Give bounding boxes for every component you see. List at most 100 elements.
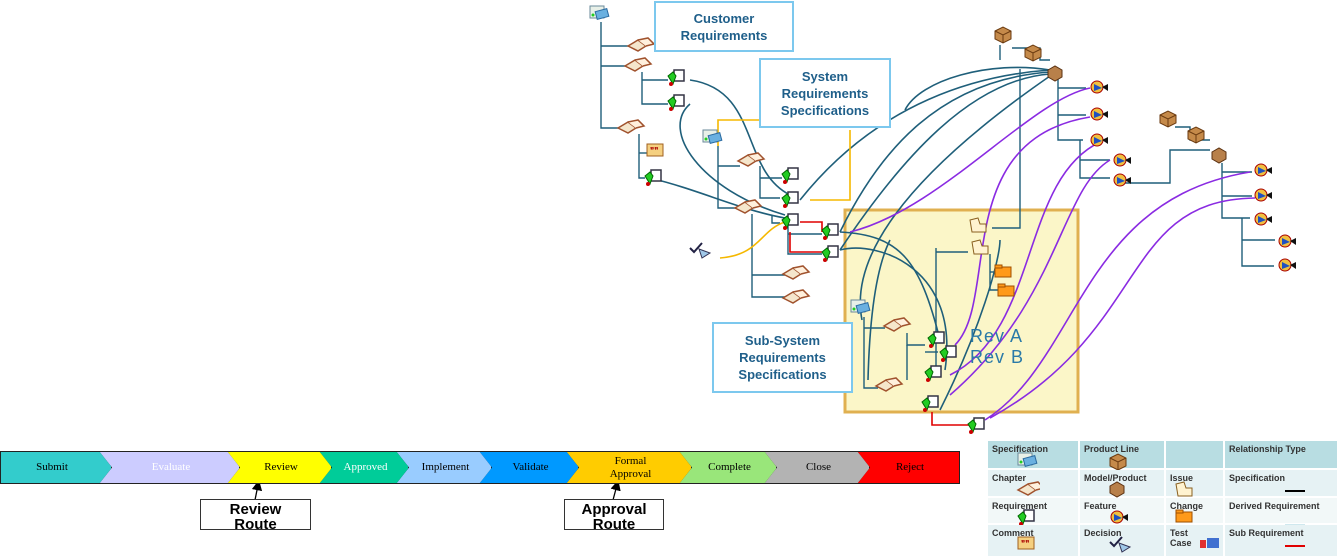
issue-icon[interactable] — [971, 239, 989, 255]
stage-review[interactable]: Review — [226, 451, 332, 484]
model-icon[interactable] — [1109, 481, 1125, 498]
legend-label: Feature — [1084, 501, 1117, 511]
legend-label: Issue — [1170, 473, 1194, 483]
feature-icon[interactable] — [1254, 212, 1272, 226]
relationship-line — [984, 171, 1251, 421]
model-icon[interactable] — [1047, 65, 1063, 82]
change-icon[interactable] — [1175, 509, 1193, 523]
requirement-icon[interactable] — [967, 417, 985, 434]
product-icon[interactable] — [1187, 126, 1205, 144]
relationship-line — [949, 159, 1111, 396]
approval-route-box[interactable]: Approval Route — [564, 499, 664, 532]
issue-icon[interactable] — [969, 217, 987, 233]
relationship-line — [751, 214, 785, 298]
stage-complete[interactable]: Complete — [678, 451, 777, 484]
relationship-line — [638, 134, 645, 179]
feature-icon[interactable] — [1278, 258, 1296, 272]
testcase-icon[interactable] — [1200, 538, 1219, 548]
relationship-line — [863, 317, 878, 389]
legend-cell: Relationship Type — [1225, 441, 1337, 468]
requirement-icon[interactable] — [821, 245, 839, 262]
stage-evaluate[interactable]: Evaluate — [98, 451, 240, 484]
chapter-icon[interactable] — [874, 377, 904, 392]
product-icon[interactable] — [1159, 110, 1177, 128]
stage-close[interactable]: Close — [763, 451, 870, 484]
specification-icon[interactable] — [850, 299, 871, 315]
legend-label: Model/Product — [1084, 473, 1147, 483]
chapter-icon[interactable] — [733, 199, 763, 214]
specification-icon[interactable] — [589, 5, 610, 21]
decision-icon[interactable] — [1109, 536, 1132, 553]
requirement-icon[interactable] — [781, 213, 799, 230]
requirement-icon[interactable] — [927, 331, 945, 348]
model-icon[interactable] — [1211, 147, 1227, 164]
stage-formal-approval[interactable]: Formal Approval — [565, 451, 692, 484]
feature-icon[interactable] — [1090, 133, 1108, 147]
legend-label: Test Case — [1170, 528, 1192, 548]
stage-validate[interactable]: Validate — [478, 451, 579, 484]
feature-icon[interactable] — [1090, 107, 1108, 121]
legend-cell: Specification — [1225, 470, 1337, 496]
stage-label: Approved — [319, 452, 408, 483]
requirement-icon[interactable] — [667, 69, 685, 86]
requirement-icon[interactable] — [781, 191, 799, 208]
legend-label: Sub Requirement — [1229, 528, 1304, 538]
product-icon[interactable] — [1024, 44, 1042, 62]
requirement-icon[interactable] — [1017, 509, 1035, 526]
requirement-icon[interactable] — [939, 345, 957, 362]
legend-cell: Test Case — [1166, 525, 1223, 556]
review-route-box[interactable]: Review Route — [200, 499, 311, 532]
specification-icon[interactable] — [1017, 452, 1038, 468]
decision-icon[interactable] — [689, 242, 712, 259]
legend-cell: Derived Requirement — [1225, 498, 1337, 526]
change-icon[interactable] — [997, 283, 1015, 297]
feature-icon[interactable] — [1254, 188, 1272, 202]
stage-label: Review — [227, 452, 331, 483]
feature-icon[interactable] — [1110, 510, 1128, 524]
relationship-line — [649, 177, 786, 219]
specification-icon[interactable] — [702, 129, 723, 145]
chapter-icon[interactable] — [626, 37, 656, 52]
feature-icon[interactable] — [1278, 234, 1296, 248]
requirement-icon[interactable] — [821, 223, 839, 240]
feature-icon[interactable] — [1254, 163, 1272, 177]
comment-icon[interactable]: ❞❞ — [1017, 536, 1035, 550]
stage-label: Close — [764, 452, 869, 483]
chapter-icon[interactable] — [616, 119, 646, 134]
legend-cell: Change — [1166, 498, 1223, 523]
product-icon[interactable] — [994, 26, 1012, 44]
chapter-icon[interactable] — [623, 57, 653, 72]
requirement-icon[interactable] — [921, 395, 939, 412]
relationship-line — [904, 66, 1051, 111]
stage-reject[interactable]: Reject — [856, 451, 960, 484]
chapter-icon[interactable] — [736, 152, 766, 167]
chapter-icon[interactable] — [1016, 481, 1040, 496]
stage-submit[interactable]: Submit — [0, 451, 112, 484]
feature-icon[interactable] — [1113, 173, 1131, 187]
legend-cell: Issue — [1166, 470, 1223, 497]
revision-highlight — [843, 208, 1080, 414]
rev-b-label: Rev B — [970, 347, 1025, 367]
svg-text:❞❞: ❞❞ — [650, 146, 659, 155]
legend-label: Decision — [1084, 528, 1122, 538]
requirement-icon[interactable] — [924, 365, 942, 382]
stage-approved[interactable]: Approved — [318, 451, 409, 484]
legend-cell: Model/Product — [1080, 470, 1164, 498]
stage-implement[interactable]: Implement — [395, 451, 492, 484]
chapter-icon[interactable] — [781, 289, 811, 304]
requirement-icon[interactable] — [644, 169, 662, 186]
product-icon[interactable] — [1109, 453, 1127, 470]
issue-icon[interactable] — [1175, 481, 1193, 497]
legend-cell — [1166, 441, 1223, 468]
relationship-line — [839, 247, 948, 371]
requirement-icon[interactable] — [781, 167, 799, 184]
change-icon[interactable] — [994, 264, 1012, 278]
relationship-line — [1079, 140, 1110, 179]
comment-icon[interactable]: ❞❞ — [646, 143, 664, 157]
chapter-icon[interactable] — [781, 265, 811, 280]
feature-icon[interactable] — [1090, 80, 1108, 94]
requirement-icon[interactable] — [667, 94, 685, 111]
chapter-icon[interactable] — [882, 317, 912, 332]
feature-icon[interactable] — [1113, 153, 1131, 167]
